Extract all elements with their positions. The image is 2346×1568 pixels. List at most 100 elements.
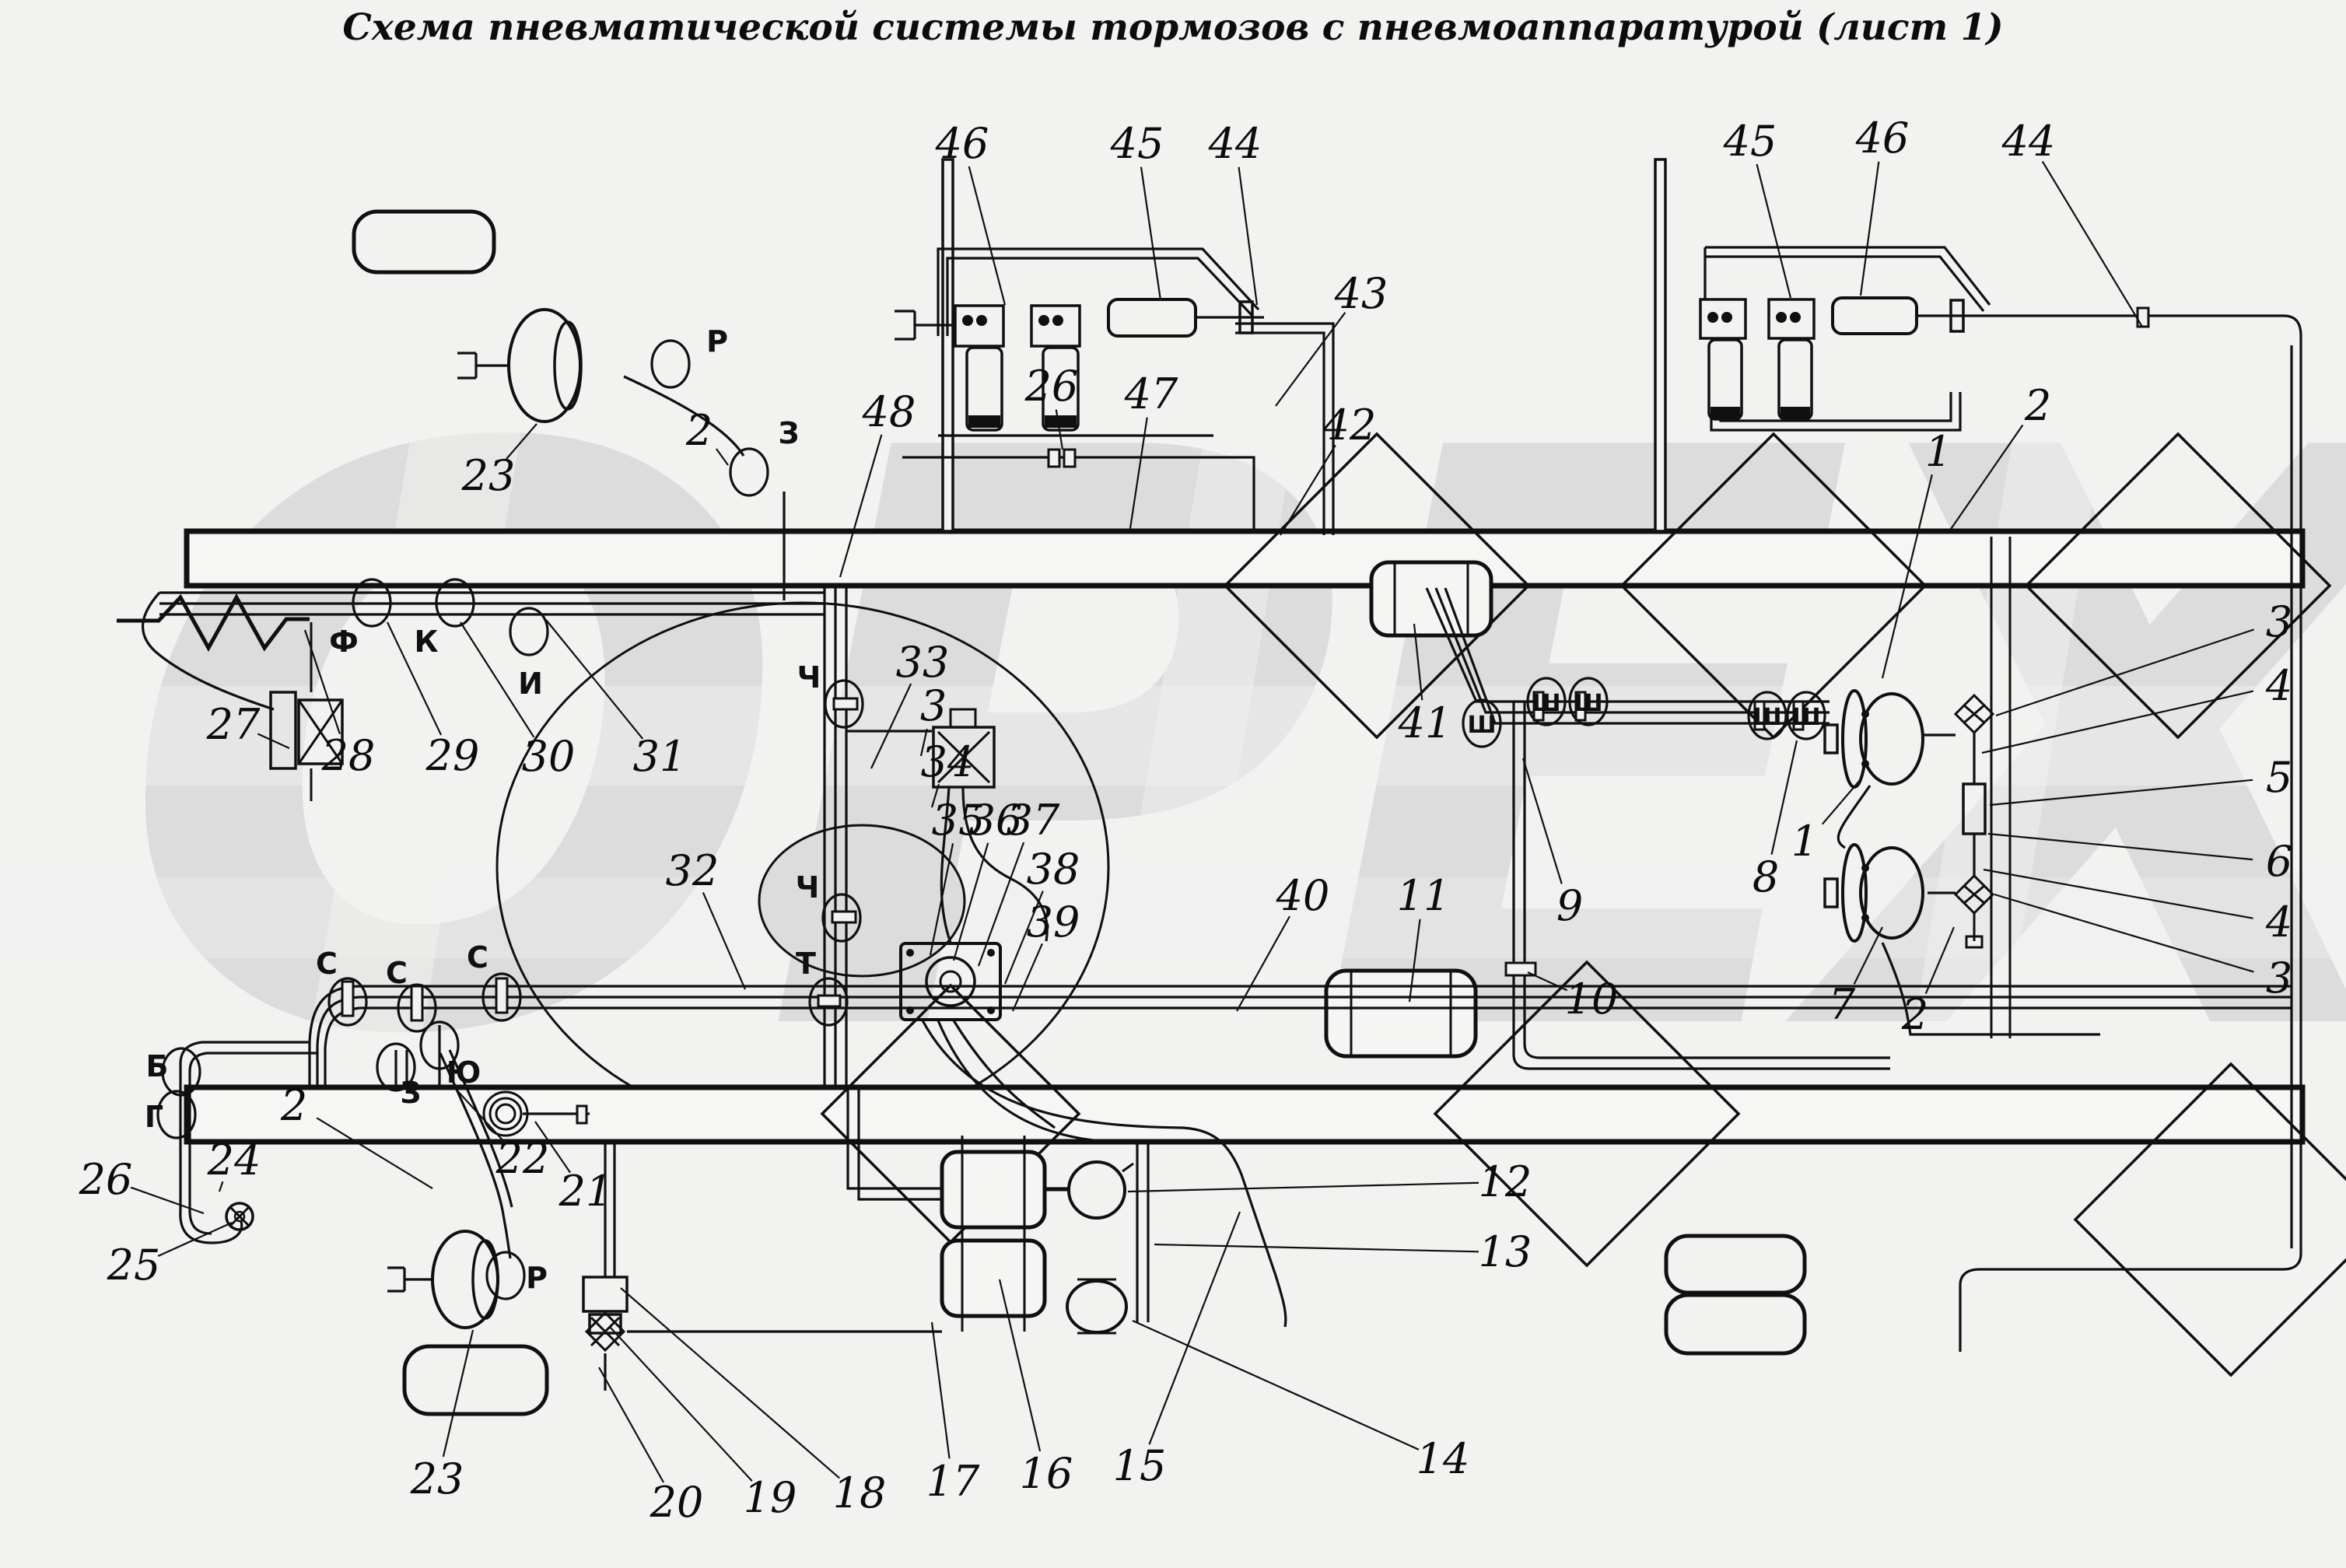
port-letter-Р-15: Р [526,1261,548,1295]
part-label-48-8: 48 [862,387,916,436]
part-label-6-43: 6 [2266,837,2292,886]
port-letter-Ч-6: Ч [796,870,820,905]
leader-24-47 [218,1181,224,1192]
rear-valve-assembly [1699,296,1976,421]
leader-23-52 [442,1329,474,1458]
antifreeze-tank-14 [1066,1279,1128,1334]
port-circle-С-9 [397,983,437,1033]
air-tank-11 [1324,968,1478,1059]
port-circle-З-13 [376,1042,416,1092]
port-letter-С-10: С [467,940,488,975]
part-label-35-24: 35 [932,796,986,845]
part-label-2-49: 2 [280,1081,307,1130]
port-circle-Ш-19 [1747,691,1788,740]
part-label-1-34: 1 [1791,817,1818,866]
leader-2-7 [715,448,729,466]
leader-33-21 [870,683,912,769]
front-valve-assembly [895,298,1264,432]
port-letter-Б-11: Б [146,1049,169,1083]
part-label-20-53: 20 [650,1478,704,1527]
leader-39-28 [1011,943,1043,1012]
leader-16-57 [998,1279,1042,1452]
port-letter-С-8: С [316,947,338,981]
part-label-5-42: 5 [2266,753,2292,802]
leader-26-46 [130,1186,205,1215]
leader-1-34 [1821,779,1861,825]
part-label-44-12: 44 [2001,117,2056,166]
leader-4-41 [1981,690,2254,754]
port-circle-Ю-14 [419,1020,460,1070]
chassis-frame [184,158,2346,1377]
port-circle-Ш-20 [1786,691,1826,740]
port-letter-Ш-20: Ш [1791,704,1820,731]
leader-2-39 [1924,926,1956,994]
air-pipes [142,246,2302,1391]
part-label-7-38: 7 [1829,980,1856,1029]
part-label-38-27: 38 [1027,845,1080,894]
leader-28-16 [303,629,341,734]
cab-post-right [1654,158,1667,533]
port-circle-Ш-16 [1462,698,1502,748]
brake-chamber-rear-lower [1823,843,1924,943]
port-circle-Ч-6 [821,893,862,943]
port-circle-Г-12 [156,1090,197,1139]
part-label-22-50: 22 [495,1134,550,1183]
leader-41-30 [1413,623,1423,701]
brake-valve-34 [932,708,996,789]
part-label-44-2: 44 [1208,119,1262,168]
leader-37-26 [977,842,1025,967]
part-label-40-29: 40 [1276,871,1330,920]
port-letter-Ш-19: Ш [1752,704,1781,731]
port-letter-Ф-2: Ф [329,625,359,659]
port-circle-Ш-18 [1568,677,1609,726]
part-label-23-9: 23 [461,451,516,500]
leader-45-10 [1756,163,1792,299]
part-label-31-19: 31 [633,732,687,781]
leader-2-13 [1947,424,2024,534]
part-label-3-45: 3 [2266,954,2292,1003]
port-letter-Ч-5: Ч [797,660,821,695]
port-letter-К-3: К [414,625,438,659]
wheel-front-left [352,209,496,275]
part-label-46-0: 46 [935,119,989,168]
cross-members [820,432,2346,1377]
port-letter-З-13: З [401,1076,422,1110]
port-letter-Ш-18: Ш [1574,690,1602,717]
part-label-12-36: 12 [1479,1157,1532,1206]
part-label-10-35: 10 [1565,975,1619,1024]
port-circle-Ш-17 [1526,677,1567,726]
port-circle-И-4 [509,607,549,656]
leader-26-4 [1055,409,1064,450]
leader-22-50 [453,1087,506,1143]
leader-19-54 [609,1326,753,1482]
port-circle-Т-7 [808,977,849,1027]
leader-15-58 [1148,1211,1241,1445]
part-label-21-51: 21 [558,1167,613,1216]
coupling-head-25 [225,1202,254,1231]
air-tanks [940,560,1493,1335]
part-label-37-26: 37 [1007,796,1060,845]
wheel-rear-inner [1664,1293,1807,1356]
leader-30-18 [460,621,535,738]
port-circle-Ф-2 [352,578,392,628]
air-tank-16a [940,1150,1047,1230]
leader-21-51 [534,1121,572,1174]
part-label-26-46: 26 [79,1155,133,1204]
part-label-18-55: 18 [833,1468,887,1517]
part-label-45-1: 45 [1110,119,1164,168]
port-letter-Ш-17: Ш [1532,690,1560,717]
port-letter-Р-0: Р [706,324,728,359]
port-circle-Р-0 [650,339,691,389]
port-circle-К-3 [435,578,475,628]
port-letter-Г-12: Г [145,1100,163,1134]
wheels [352,209,1807,1416]
port-letter-Т-7: Т [796,947,816,981]
part-label-34-23: 34 [921,737,975,786]
part-label-43-3: 43 [1334,269,1388,318]
leader-27-15 [257,733,290,750]
leader-38-27 [1003,891,1044,985]
leader-4-44 [1983,868,2253,919]
